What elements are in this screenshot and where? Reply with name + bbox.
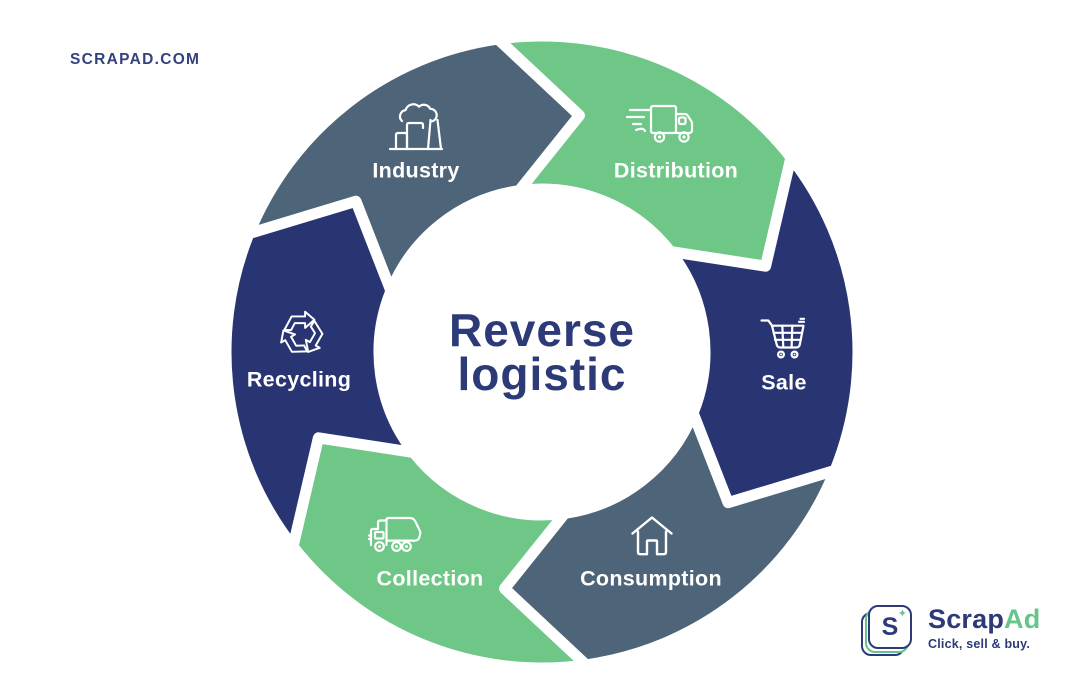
segment-label-collection: Collection	[376, 566, 484, 591]
garbage-truck-icon	[366, 505, 442, 555]
logo-wordmark: ScrapAd	[928, 605, 1040, 633]
logo-card-front: S ✦	[868, 605, 912, 649]
segment-label-consumption: Consumption	[580, 566, 722, 591]
logo-text: ScrapAd Click, sell & buy.	[928, 605, 1040, 651]
logo-word-scrap: Scrap	[928, 604, 1005, 635]
logo-word-ad: Ad	[1004, 604, 1041, 635]
segment-label-recycling: Recycling	[246, 367, 352, 392]
delivery-truck-icon	[625, 97, 697, 149]
factory-icon	[384, 96, 448, 156]
house-icon	[626, 510, 678, 562]
segment-label-industry: Industry	[372, 158, 460, 183]
logo-letter: S	[881, 612, 899, 641]
title-line-2: logistic	[457, 348, 627, 400]
segment-label-distribution: Distribution	[613, 158, 739, 183]
scrapad-logo: S ✦ ScrapAd Click, sell & buy.	[858, 598, 1040, 658]
scrapad-logo-mark-icon: S ✦	[858, 598, 916, 658]
recycle-icon	[273, 304, 331, 362]
segment-recycling	[220, 195, 420, 552]
title-line-1: Reverse	[448, 304, 636, 356]
diagram-title: Reverse logistic	[448, 304, 636, 400]
shopping-cart-icon	[756, 308, 812, 364]
logo-tagline: Click, sell & buy.	[928, 636, 1031, 651]
site-url: SCRAPAD.COM	[70, 51, 201, 68]
segment-label-sale: Sale	[761, 370, 807, 395]
sparkle-icon: ✦	[897, 608, 907, 620]
